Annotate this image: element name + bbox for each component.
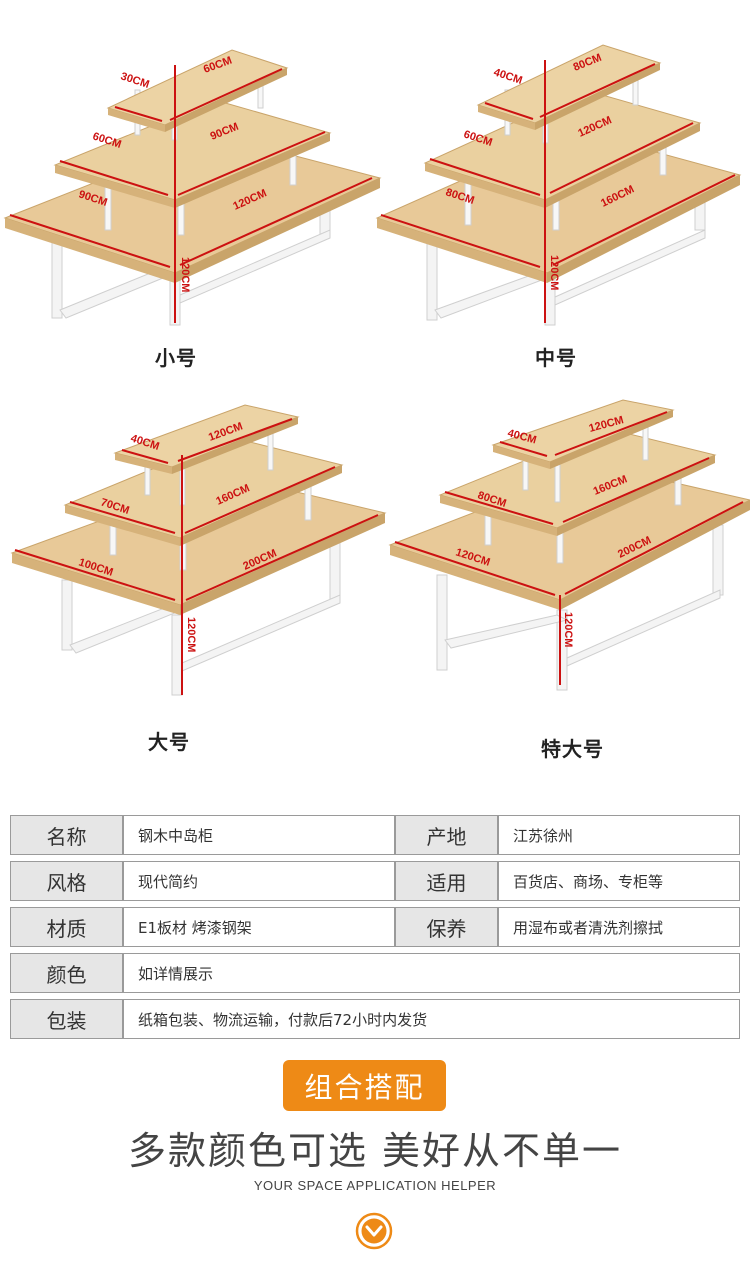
table-illustration: 30CM 60CM 60CM 90CM 90CM 120CM 120CM <box>3 49 382 326</box>
table-illustration: 40CM 120CM 80CM 160CM 120CM 200CM 120CM <box>388 399 750 691</box>
combo-badge: 组合搭配 <box>283 1060 446 1111</box>
spec-value-care: 用湿布或者清洗剂擦拭 <box>498 907 740 947</box>
spec-row: 风格 现代简约 适用 百货店、商场、专柜等 <box>10 861 740 901</box>
dim-height: 120CM <box>179 257 191 292</box>
dim-height: 120CM <box>548 255 560 290</box>
spec-key-style: 风格 <box>10 861 123 901</box>
dim-height: 120CM <box>562 612 574 647</box>
table-illustration: 40CM 120CM 70CM 160CM 100CM 200CM 120CM <box>10 404 387 696</box>
spec-row: 名称 钢木中岛柜 产地 江苏徐州 <box>10 815 740 855</box>
size-label-large: 大号 <box>148 730 190 754</box>
spec-value-style: 现代简约 <box>123 861 395 901</box>
product-medium: 40CM 80CM 60CM 120CM 80CM 160CM 120CM <box>375 35 750 335</box>
spec-value-name: 钢木中岛柜 <box>123 815 395 855</box>
spec-value-pack: 纸箱包装、物流运输，付款后72小时内发货 <box>123 999 740 1039</box>
product-xlarge: 40CM 120CM 80CM 160CM 120CM 200CM 120CM <box>375 399 750 700</box>
spec-key-color: 颜色 <box>10 953 123 993</box>
spec-key-care: 保养 <box>395 907 498 947</box>
spec-key-use: 适用 <box>395 861 498 901</box>
dim-height: 120CM <box>185 617 197 652</box>
spec-table: 名称 钢木中岛柜 产地 江苏徐州 风格 现代简约 适用 百货店、商场、专柜等 材… <box>10 815 740 1045</box>
spec-key-origin: 产地 <box>395 815 498 855</box>
size-label-xlarge: 特大号 <box>541 737 604 761</box>
spec-value-color: 如详情展示 <box>123 953 740 993</box>
dim-top-depth: 30CM <box>119 70 151 90</box>
spec-key-material: 材质 <box>10 907 123 947</box>
spec-row: 包装 纸箱包装、物流运输，付款后72小时内发货 <box>10 999 740 1039</box>
dim-top-depth: 40CM <box>492 66 524 86</box>
spec-row: 材质 E1板材 烤漆钢架 保养 用湿布或者清洗剂擦拭 <box>10 907 740 947</box>
slogan-english: YOUR SPACE APPLICATION HELPER <box>253 1178 497 1193</box>
table-illustration: 40CM 80CM 60CM 120CM 80CM 160CM 120CM <box>375 44 742 326</box>
size-label-medium: 中号 <box>535 346 577 370</box>
size-label-small: 小号 <box>155 346 197 370</box>
product-small: 30CM 60CM 60CM 90CM 90CM 120CM 120CM <box>0 35 382 335</box>
spec-value-use: 百货店、商场、专柜等 <box>498 861 740 901</box>
spec-value-origin: 江苏徐州 <box>498 815 740 855</box>
spec-value-material: E1板材 烤漆钢架 <box>123 907 395 947</box>
spec-row: 颜色 如详情展示 <box>10 953 740 993</box>
product-large: 40CM 120CM 70CM 160CM 100CM 200CM 120CM <box>0 404 387 705</box>
chevron-down-icon[interactable] <box>355 1212 393 1250</box>
spec-key-pack: 包装 <box>10 999 123 1039</box>
slogan: 多款颜色可选 美好从不单一 <box>127 1129 623 1173</box>
spec-key-name: 名称 <box>10 815 123 855</box>
